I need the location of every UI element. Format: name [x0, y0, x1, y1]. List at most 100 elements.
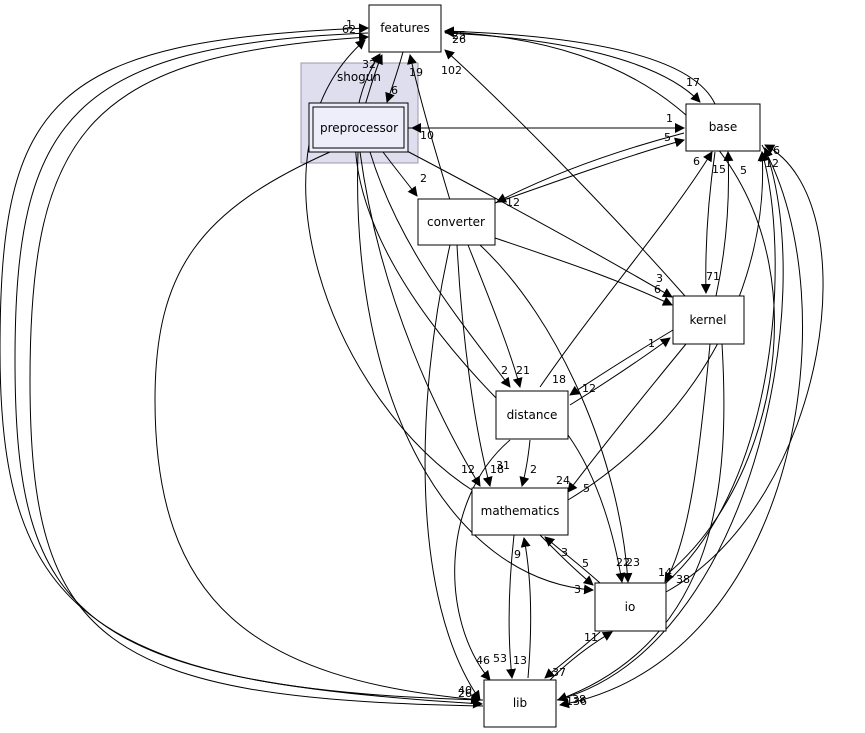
- edge-label: 13: [513, 654, 527, 667]
- edge-kernel-features: [444, 49, 686, 297]
- edge-label: 102: [441, 64, 462, 77]
- edge-converter-base: [494, 137, 685, 204]
- edge-label: 5: [664, 131, 671, 144]
- edge-preprocessor-lib: [154, 151, 481, 705]
- edge-label: 26: [766, 144, 780, 157]
- edge-preprocessor-kernel: [404, 149, 673, 298]
- edge-converter-kernel: [494, 237, 673, 306]
- edge-label: 5: [740, 164, 747, 177]
- edge-preprocessor-io: [357, 151, 594, 595]
- node-features[interactable]: features: [368, 4, 442, 53]
- edge-distance-io: [567, 434, 626, 583]
- edge-converter-features: [407, 54, 451, 201]
- edge-label: 1: [346, 18, 353, 31]
- edge-label: 37: [552, 666, 566, 679]
- node-lib[interactable]: lib: [483, 679, 557, 728]
- edge-label: 2: [530, 463, 537, 476]
- edge-io-mathematics: [544, 536, 601, 584]
- node-lib-label: lib: [513, 696, 527, 710]
- edge-label: 26: [452, 33, 466, 46]
- node-io-label: io: [625, 600, 636, 614]
- edge-label: 31: [496, 459, 510, 472]
- edge-lib-base: [556, 147, 784, 701]
- edge-label: 38: [572, 693, 586, 706]
- node-preprocessor-label: preprocessor: [320, 121, 398, 135]
- edge-io-lib: [544, 631, 601, 679]
- edge-lib-features-2: [29, 32, 484, 707]
- edge-preprocessor-distance: [369, 151, 511, 388]
- node-distance-label: distance: [507, 408, 558, 422]
- edge-label: 9: [514, 548, 521, 561]
- edge-io-base-2: [665, 144, 824, 593]
- edge-label: 21: [516, 364, 530, 377]
- node-mathematics[interactable]: mathematics: [471, 487, 569, 536]
- edge-label: 71: [706, 270, 720, 283]
- edge-label: 32: [362, 58, 376, 71]
- edge-label: 23: [626, 556, 640, 569]
- node-preprocessor[interactable]: preprocessor: [308, 102, 409, 153]
- node-base-label: base: [709, 120, 738, 134]
- edge-label: 17: [686, 76, 700, 89]
- edge-label: 46: [476, 654, 490, 667]
- edge-kernel-mathematics: [567, 343, 687, 493]
- edge-lib-io: [549, 631, 613, 681]
- edge-label: 10: [420, 129, 434, 142]
- edge-label: 19: [409, 66, 423, 79]
- edge-label: 6: [693, 155, 700, 168]
- edge-converter-mathematics: [456, 244, 493, 487]
- edge-label: 53: [493, 652, 507, 665]
- edge-label: 6: [654, 283, 661, 296]
- edge-label: 136: [566, 695, 587, 708]
- edge-io-features: [444, 27, 775, 576]
- node-mathematics-label: mathematics: [481, 504, 560, 518]
- edge-base-kernel: [700, 151, 716, 294]
- edge-label: 25: [452, 29, 466, 42]
- edge-mathematics-features: [305, 39, 476, 493]
- edge-label: 5: [583, 482, 590, 495]
- edge-label: 2: [420, 172, 427, 185]
- edge-label: 18: [552, 373, 566, 386]
- edges: [0, 23, 824, 709]
- edge-labels: 1 62 26 25 32 19 102 6 17 1 10 5 6 2 12 …: [342, 18, 780, 708]
- edge-converter-io: [479, 244, 633, 583]
- node-kernel-label: kernel: [690, 313, 727, 327]
- edge-label: 2: [501, 364, 508, 377]
- node-converter-label: converter: [427, 215, 485, 229]
- edge-base-converter: [496, 132, 685, 203]
- edge-label: 5: [582, 557, 589, 570]
- edge-label: 3: [561, 546, 568, 559]
- edge-converter-lib: [424, 244, 481, 701]
- edge-label: 3: [656, 272, 663, 285]
- node-io[interactable]: io: [594, 582, 667, 632]
- edge-distance-base: [539, 151, 713, 388]
- edge-label: 40: [458, 684, 472, 697]
- edge-lib-mathematics: [520, 537, 532, 679]
- node-base[interactable]: base: [685, 103, 761, 152]
- node-distance[interactable]: distance: [495, 390, 569, 440]
- edge-label: 1: [666, 112, 673, 125]
- edge-label: 12: [461, 463, 475, 476]
- edge-preprocessor-converter: [382, 151, 418, 197]
- edge-converter-distance: [467, 244, 523, 388]
- edge-distance-mathematics: [519, 439, 531, 487]
- edge-preprocessor-mathematics: [359, 151, 481, 487]
- edge-mathematics-lib: [506, 534, 517, 679]
- node-kernel[interactable]: kernel: [672, 295, 745, 345]
- edge-distance-lib: [454, 439, 511, 681]
- node-converter[interactable]: converter: [417, 198, 496, 246]
- edge-io-base: [665, 151, 776, 584]
- edge-label: 62: [342, 23, 356, 36]
- edge-distance-kernel: [569, 337, 671, 406]
- edge-base-features: [444, 26, 716, 105]
- edge-label: 11: [584, 631, 598, 644]
- edge-label: 12: [582, 382, 596, 395]
- edge-kernel-base: [715, 151, 734, 297]
- edge-label: 12: [765, 157, 779, 170]
- edge-label: 26: [458, 687, 472, 700]
- edge-distance-features: [354, 53, 499, 401]
- cluster-label: shogun: [337, 70, 381, 84]
- edge-label: 15: [712, 163, 726, 176]
- node-features-label: features: [380, 21, 430, 35]
- edge-label: 12: [506, 196, 520, 209]
